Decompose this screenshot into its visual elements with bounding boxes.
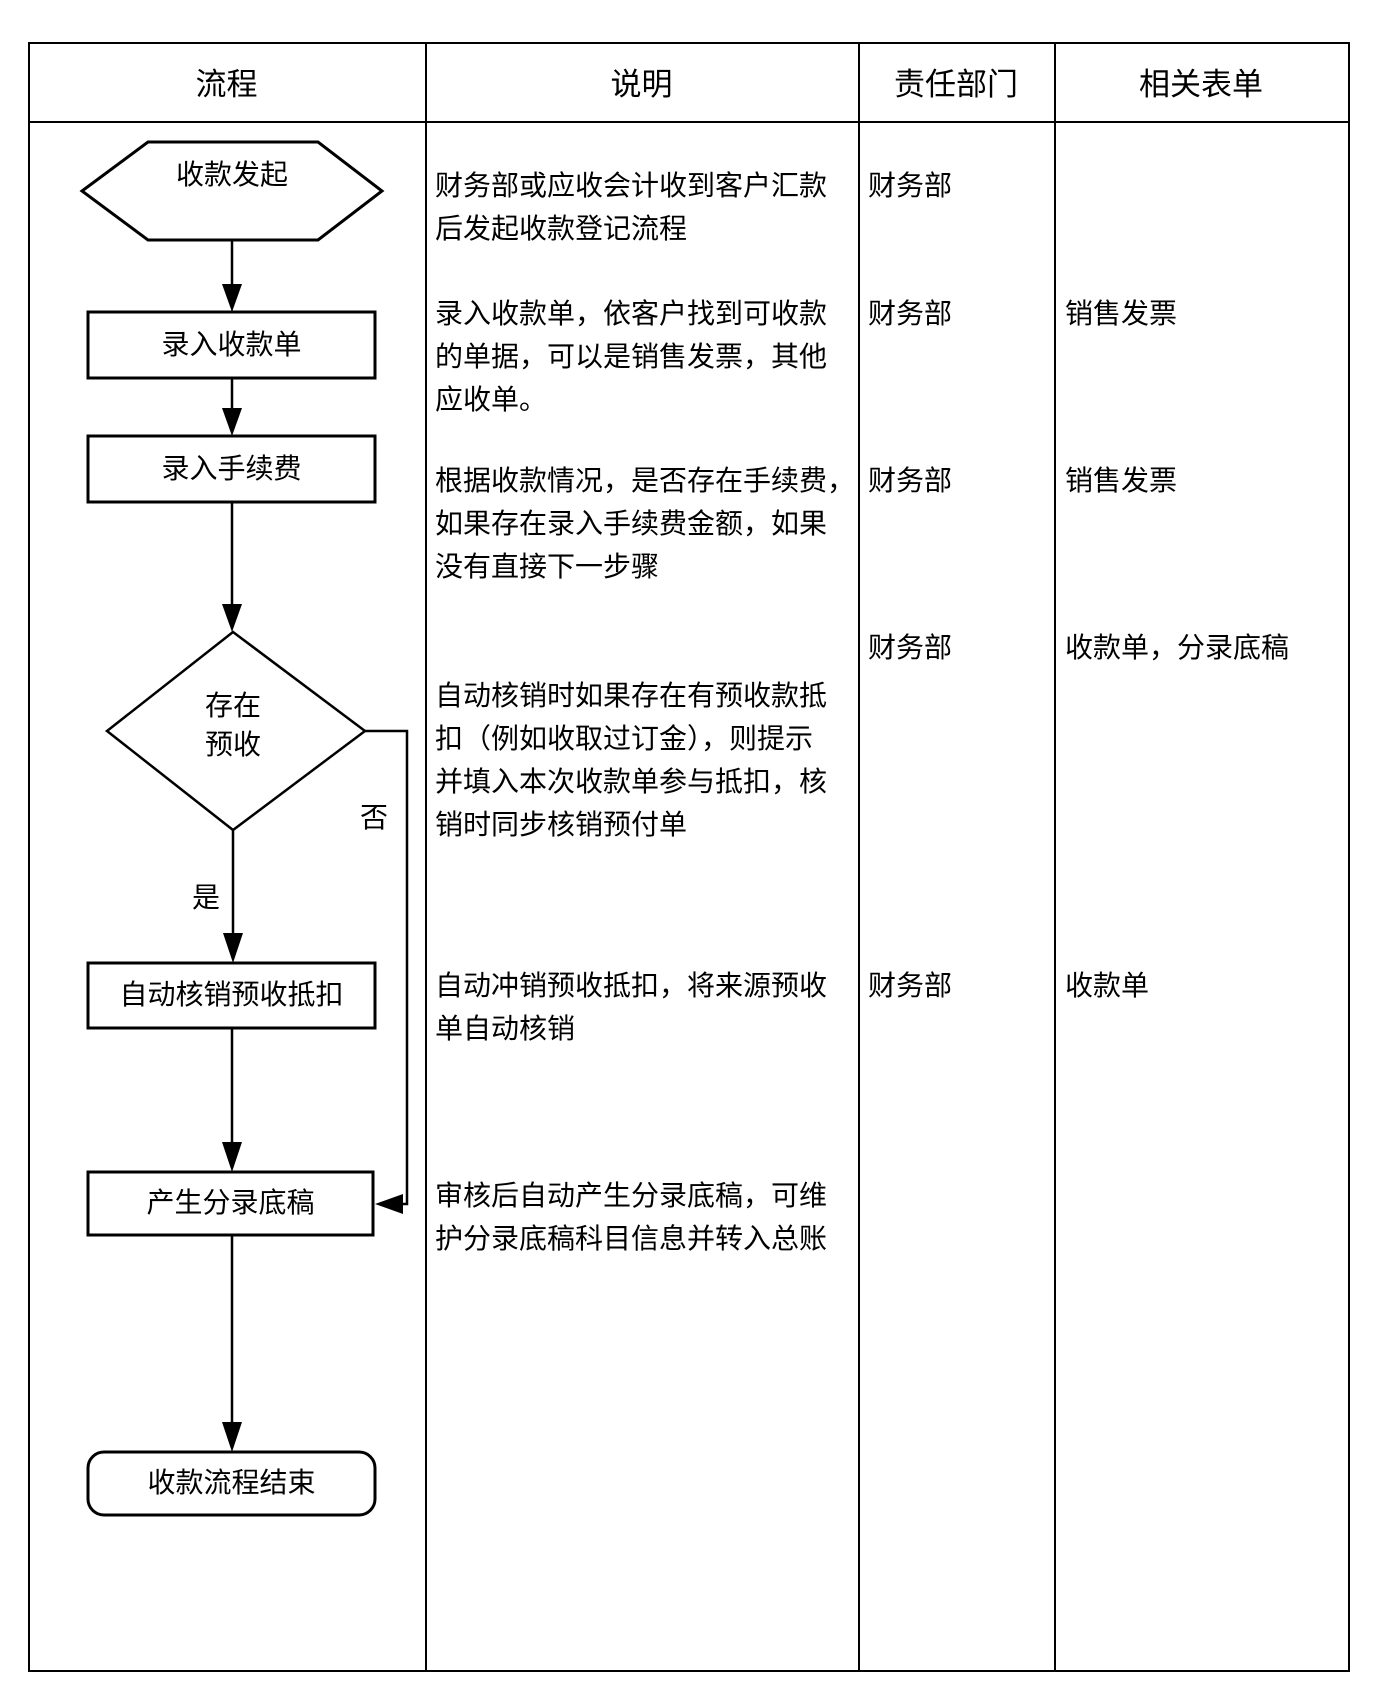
no-branch-line (365, 729, 409, 1206)
end-node-shape (86, 1450, 377, 1517)
description-row-4: 自动核销时如果存在有预收款抵 扣（例如收取过订金），则提示 并填入本次收款单参与… (435, 681, 828, 841)
header-department: 责任部门 (894, 67, 1018, 102)
branch-label-yes: 是 (191, 883, 220, 914)
forms-row-4: 收款单，分录底稿 (1065, 633, 1290, 664)
department-row-1: 财务部 (868, 171, 953, 202)
generate-draft-shape (86, 1170, 375, 1237)
branch-label-no: 否 (359, 803, 388, 834)
node-label-end: 收款流程结束 (147, 1468, 316, 1499)
forms-row-5: 收款单 (1065, 971, 1150, 1002)
arrowhead-1 (222, 284, 242, 312)
node-label-generate-draft: 产生分录底稿 (146, 1188, 315, 1219)
arrowhead-2 (222, 408, 242, 436)
description-row-6: 审核后自动产生分录底稿，可维 护分录底稿科目信息并转入总账 (435, 1181, 828, 1255)
node-label-decision: 存在 预收 (204, 691, 261, 761)
description-row-2: 录入收款单，依客户找到可收款 的单据，可以是销售发票，其他 应收单。 (435, 299, 828, 416)
department-row-4: 财务部 (868, 633, 953, 664)
node-label-enter-fee: 录入手续费 (161, 453, 302, 485)
department-row-3: 财务部 (868, 466, 953, 497)
arrowhead-4 (222, 1142, 242, 1172)
description-row-5: 自动冲销预收抵扣，将来源预收 单自动核销 (435, 971, 828, 1045)
department-row-2: 财务部 (868, 299, 953, 330)
arrowhead-no-branch (375, 1194, 403, 1214)
description-row-1: 财务部或应收会计收到客户汇款 后发起收款登记流程 (435, 171, 828, 245)
arrowhead-5 (222, 1422, 242, 1452)
node-label-start: 收款发起 (175, 159, 288, 191)
arrowhead-3 (222, 604, 242, 632)
table-outer-border (28, 42, 1350, 1672)
header-forms: 相关表单 (1139, 67, 1263, 102)
column-divider-process-description (425, 42, 427, 1672)
node-label-enter-receipt: 录入收款单 (161, 329, 302, 361)
forms-row-2: 销售发票 (1065, 299, 1178, 330)
column-divider-description-department (858, 42, 860, 1672)
column-divider-department-forms (1054, 42, 1056, 1672)
header-process: 流程 (195, 67, 258, 102)
node-label-auto-writeoff: 自动核销预收抵扣 (119, 980, 344, 1011)
start-hexagon-shape (79, 140, 385, 242)
description-row-3: 根据收款情况，是否存在手续费， 如果存在录入手续费金额，如果 没有直接下一步骤 (435, 466, 856, 583)
forms-row-3: 销售发票 (1065, 466, 1178, 497)
header-row-divider (28, 121, 1348, 123)
department-row-5: 财务部 (868, 971, 953, 1002)
arrowhead-yes-branch (223, 933, 243, 963)
header-description: 说明 (610, 67, 673, 102)
